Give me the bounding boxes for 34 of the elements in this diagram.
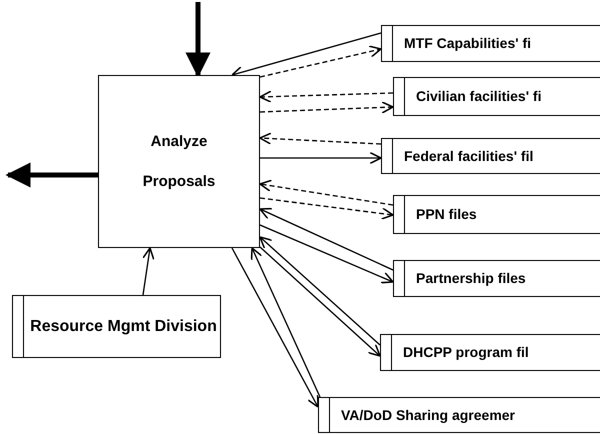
arrow xyxy=(186,2,210,78)
store-label: Partnership files xyxy=(415,269,526,288)
arrow xyxy=(259,132,382,145)
arrow xyxy=(260,246,381,357)
arrow xyxy=(231,248,319,408)
arrow xyxy=(6,162,98,188)
arrow xyxy=(260,45,382,78)
store-label: Resource Mgmt Division xyxy=(29,316,218,336)
store-label: MTF Capabilities' fi xyxy=(403,34,532,53)
arrow xyxy=(260,152,382,164)
store-label: PPN files xyxy=(415,205,477,224)
arrow xyxy=(250,247,321,398)
store-label: Civilian facilities' fi xyxy=(415,87,542,106)
arrow xyxy=(260,197,394,220)
data-store-box xyxy=(12,295,221,358)
arrow xyxy=(142,247,155,296)
arrow xyxy=(259,90,394,103)
arrow xyxy=(260,224,394,284)
data-store-box xyxy=(393,195,600,234)
arrow xyxy=(259,208,394,271)
arrow xyxy=(260,101,394,114)
data-store-box xyxy=(393,260,600,297)
store-label: Federal facilities' fil xyxy=(403,146,534,166)
data-store-box xyxy=(393,77,600,116)
data-store-box xyxy=(381,25,600,62)
data-store-box xyxy=(318,397,600,433)
data-store-box xyxy=(380,334,600,371)
process-label: Analyze Proposals xyxy=(142,132,216,192)
arrow xyxy=(259,236,380,346)
store-label: DHCPP program fil xyxy=(402,343,529,362)
arrow xyxy=(259,180,394,206)
store-label: VA/DoD Sharing agreemer xyxy=(340,406,516,425)
process-box xyxy=(98,75,260,248)
data-store-box xyxy=(381,138,600,174)
